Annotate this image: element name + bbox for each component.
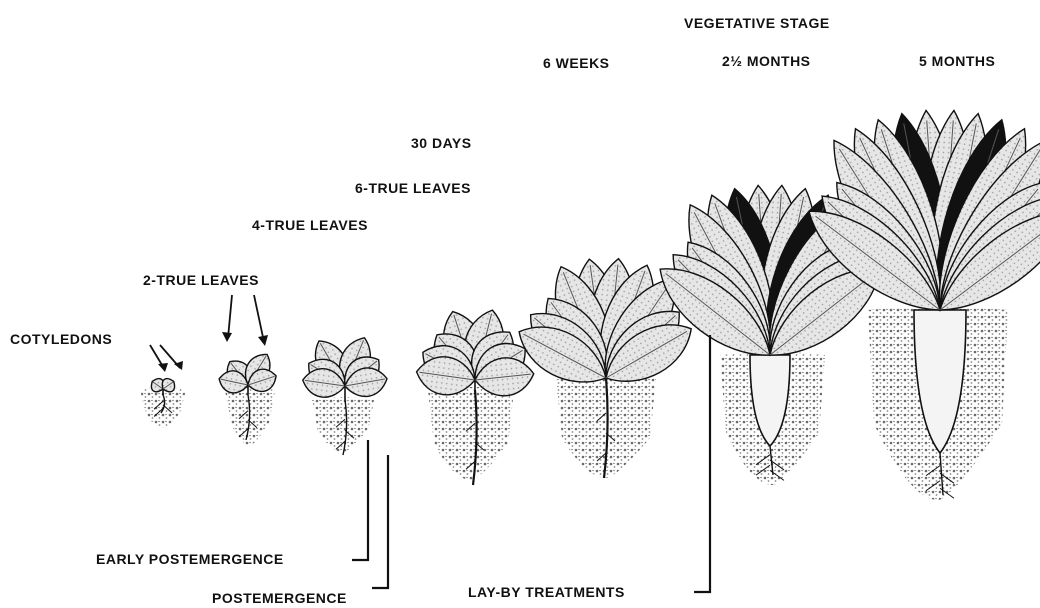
postemergence-label: POSTEMERGENCE bbox=[212, 590, 347, 606]
arrowhead bbox=[158, 363, 168, 372]
early-postemergence-bracket bbox=[352, 440, 368, 560]
soil-mass bbox=[428, 387, 514, 480]
arrowhead bbox=[222, 332, 232, 342]
soil-mass bbox=[312, 397, 374, 452]
lay-by-treatments-label: LAY-BY TREATMENTS bbox=[468, 584, 625, 600]
six-weeks-label: 6 WEEKS bbox=[543, 55, 610, 71]
two-true-leaves-label: 2-TRUE LEAVES bbox=[143, 272, 259, 288]
four-true-leaves-label: 4-TRUE LEAVES bbox=[252, 217, 368, 233]
early-postemergence-label: EARLY POSTEMERGENCE bbox=[96, 551, 284, 567]
true-leaves-arrow-1 bbox=[228, 295, 232, 338]
two-half-months-label: 2½ MONTHS bbox=[722, 53, 811, 69]
five-months-label: 5 MONTHS bbox=[919, 53, 995, 69]
true-leaves-arrow-2 bbox=[254, 295, 264, 342]
six-true-leaves-label: 6-TRUE LEAVES bbox=[355, 180, 471, 196]
lay-by-bracket bbox=[694, 335, 710, 592]
label-arrows bbox=[150, 295, 264, 370]
postemergence-bracket bbox=[372, 455, 388, 588]
cotyledons-label: COTYLEDONS bbox=[10, 331, 112, 347]
vegetative-stage-label: VEGETATIVE STAGE bbox=[684, 15, 830, 31]
arrowhead bbox=[258, 335, 268, 346]
thirty-days-label: 30 DAYS bbox=[411, 135, 472, 151]
